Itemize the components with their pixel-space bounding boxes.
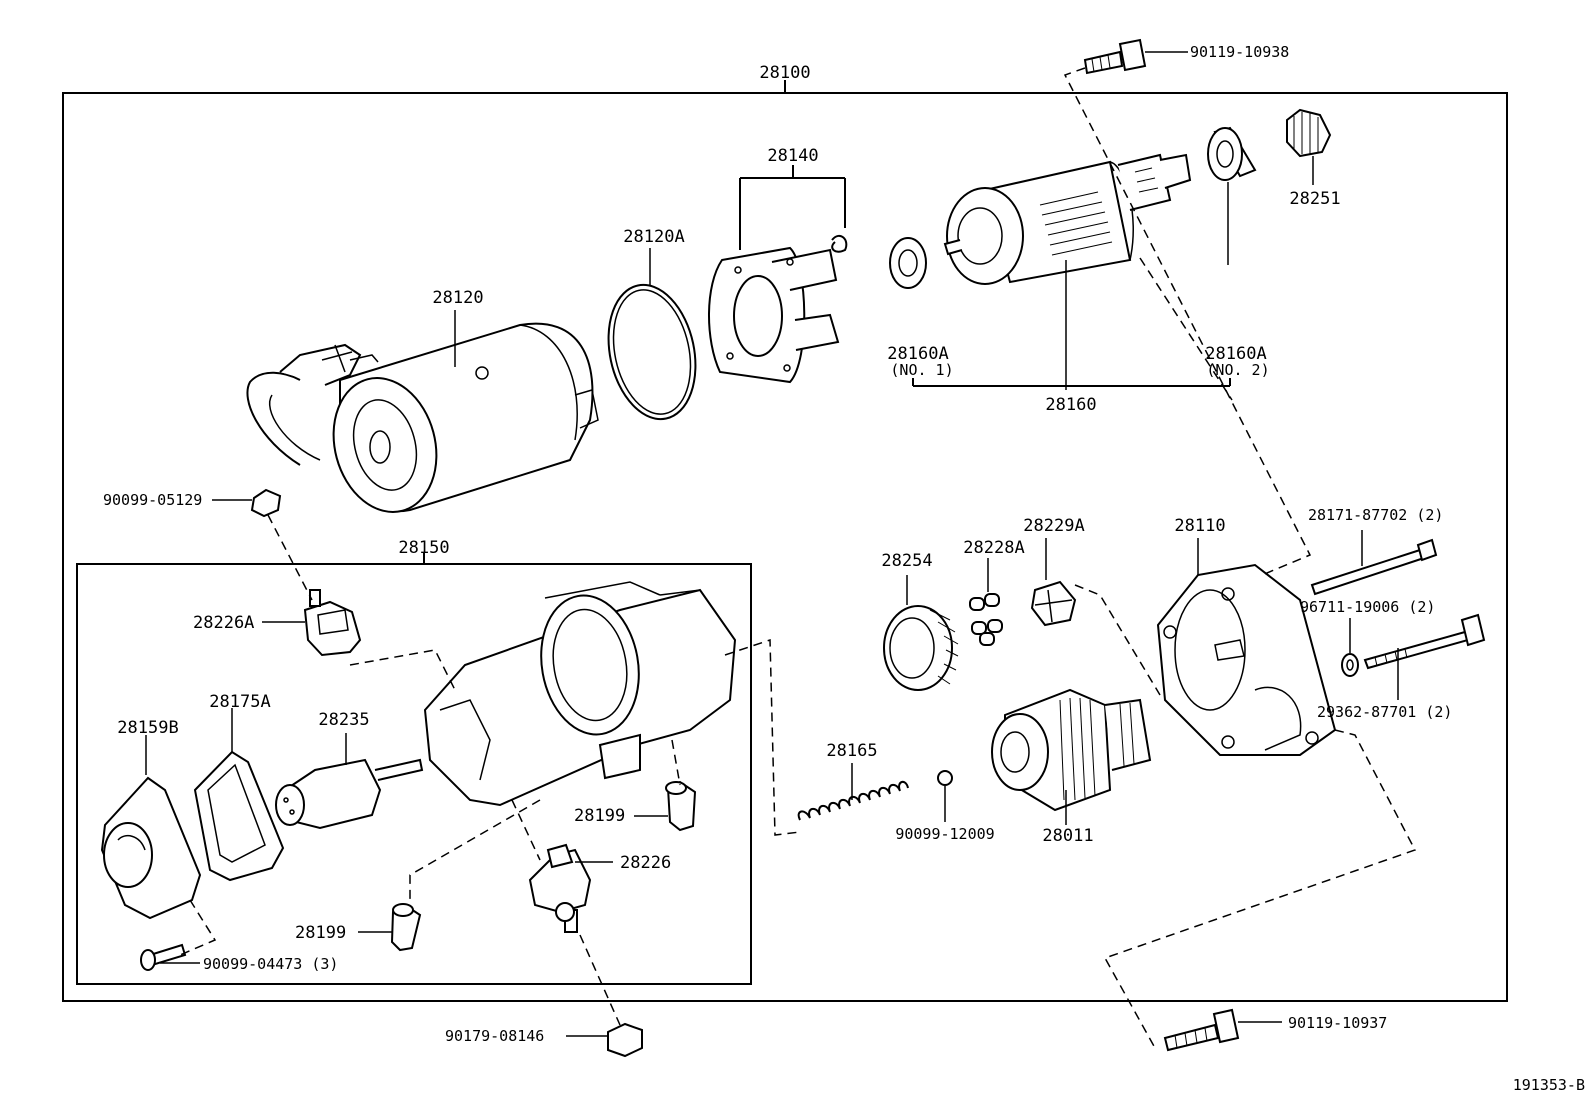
part-28228A-rollers[interactable] [969,558,1003,646]
label-28160A-no1: 28160A [887,344,948,364]
part-28226A-terminal[interactable] [262,589,362,657]
part-90179-08146-nut[interactable] [566,1022,643,1058]
part-28229A-retainer[interactable] [1030,538,1077,627]
label-28175A: 28175A [209,692,270,712]
label-28160A-no2: 28160A [1205,344,1266,364]
label-90119-10937: 90119-10937 [1288,1014,1387,1032]
label-28251: 28251 [1289,189,1340,209]
part-28110-drive-housing[interactable] [1156,538,1337,756]
part-28160A-bearing-no2[interactable] [1207,126,1257,265]
label-90099-04473: 90099-04473 (3) [203,955,338,973]
part-28254-idler-gear[interactable] [883,575,959,691]
part-28120-yoke[interactable] [246,310,599,524]
part-28199-contact-a[interactable] [634,780,697,832]
part-90099-12009-ball[interactable] [937,770,953,822]
part-28165-spring[interactable] [797,763,909,821]
label-28159B: 28159B [117,718,178,738]
label-90099-05129: 90099-05129 [103,491,202,509]
label-28100: 28100 [759,63,810,83]
part-28175A-gasket[interactable] [193,708,285,882]
label-28229A: 28229A [1023,516,1084,536]
part-28199-contact-b[interactable] [358,903,422,952]
label-90099-12009: 90099-12009 [895,825,994,843]
part-28120A-o-ring[interactable] [597,248,707,427]
part-28251-gear[interactable] [1286,108,1332,185]
part-28160-armature[interactable] [912,153,1231,390]
label-90179-08146: 90179-08146 [445,1027,544,1045]
label-29362-87701: 29362-87701 (2) [1317,703,1452,721]
label-28235: 28235 [318,710,369,730]
diagram-id: 191353-B [1513,1076,1585,1094]
label-28160A-no2-note: (NO. 2) [1206,361,1269,379]
label-28011: 28011 [1042,826,1093,846]
label-28120: 28120 [432,288,483,308]
part-28150-magnetic-switch[interactable] [423,581,737,807]
label-28199-a: 28199 [574,806,625,826]
label-28140: 28140 [767,146,818,166]
label-28160A-no1-note: (NO. 1) [890,361,953,379]
part-29362-87701-bolt[interactable] [1363,613,1486,700]
assembly-frame-28100 [62,80,1508,1002]
part-90119-10937-bolt[interactable] [1163,1008,1282,1052]
sub-assembly-frame-28150 [76,553,752,985]
label-28120A: 28120A [623,227,684,247]
label-96711-19006: 96711-19006 (2) [1300,598,1435,616]
part-90099-04473-screw[interactable] [140,943,200,971]
part-96711-19006-washer[interactable] [1341,618,1359,677]
part-28226-terminal[interactable] [528,843,613,933]
label-28226A: 28226A [193,613,254,633]
assembly-dashed-lines [179,67,1417,1049]
part-28011-starter-clutch[interactable] [991,688,1152,825]
label-28165: 28165 [826,741,877,761]
label-28254: 28254 [881,551,932,571]
part-28235-plunger[interactable] [275,733,424,830]
label-28226: 28226 [620,853,671,873]
part-28159B-cover[interactable] [100,735,202,920]
label-28150: 28150 [398,538,449,558]
label-28110: 28110 [1174,516,1225,536]
part-28160A-bearing-no1[interactable] [889,237,927,289]
part-28171-87702-through-bolt[interactable] [1310,530,1438,596]
part-28140-brush-holder[interactable] [708,165,848,384]
label-28228A: 28228A [963,538,1024,558]
part-90119-10938-bolt[interactable] [1083,38,1188,75]
label-28171-87702: 28171-87702 (2) [1308,506,1443,524]
label-28199-b: 28199 [295,923,346,943]
label-90119-10938: 90119-10938 [1190,43,1289,61]
label-28160: 28160 [1045,395,1096,415]
part-90099-05129-nut[interactable] [212,488,282,518]
